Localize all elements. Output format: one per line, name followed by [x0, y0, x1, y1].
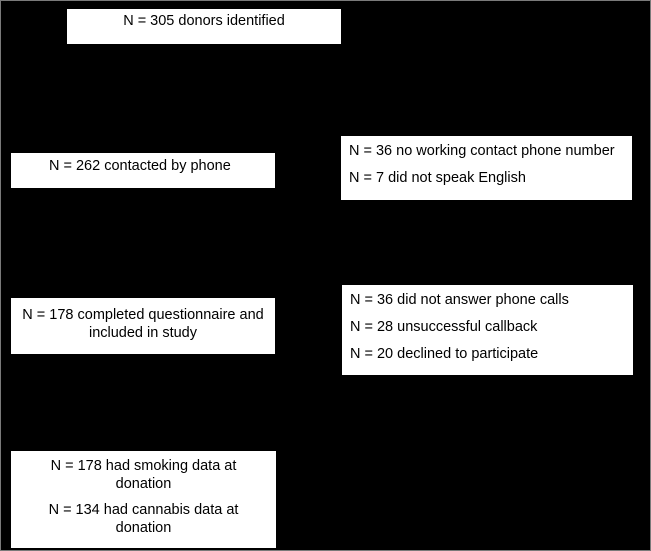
completed-questionnaire-box: N = 178 completed questionnaire and incl…	[11, 298, 275, 354]
exclusion-box-second: N = 36 did not answer phone calls N = 28…	[342, 285, 633, 375]
donors-identified-box: N = 305 donors identified	[67, 9, 341, 44]
contacted-by-phone-box: N = 262 contacted by phone	[11, 153, 275, 188]
smoking-data-text-line-2: donation	[115, 476, 172, 492]
exclusion-declined-text: N = 20 declined to participate	[350, 346, 539, 362]
exclusion-no-phone-text: N = 36 no working contact phone number	[349, 143, 615, 159]
contacted-by-phone-text: N = 262 contacted by phone	[49, 158, 231, 174]
cannabis-data-text-line-2: donation	[115, 520, 172, 536]
exclusion-no-english-text: N = 7 did not speak English	[349, 170, 526, 186]
completed-questionnaire-text-line-2: included in study	[88, 325, 197, 341]
data-at-donation-box: N = 178 had smoking data at donation N =…	[11, 451, 276, 548]
donors-identified-text: N = 305 donors identified	[123, 13, 285, 29]
completed-questionnaire-text-line-1: N = 178 completed questionnaire and	[22, 307, 264, 323]
smoking-data-text-line-1: N = 178 had smoking data at	[50, 458, 237, 474]
cannabis-data-text-line-1: N = 134 had cannabis data at	[48, 502, 239, 518]
exclusion-callback-text: N = 28 unsuccessful callback	[350, 319, 538, 335]
exclusion-no-answer-text: N = 36 did not answer phone calls	[350, 292, 569, 308]
exclusion-box-first: N = 36 no working contact phone number N…	[341, 136, 632, 200]
